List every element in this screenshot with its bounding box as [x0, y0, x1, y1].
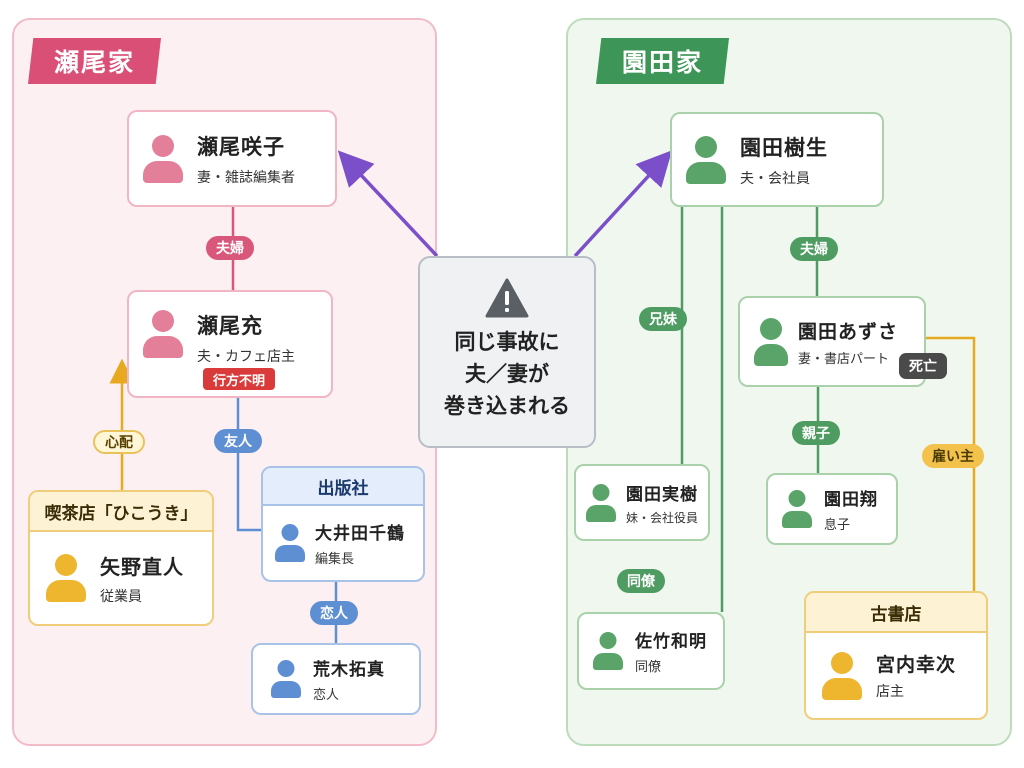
person-role: 編集長 [315, 552, 355, 567]
person-name: 佐竹和明 [635, 632, 707, 652]
center-text-line-2: 夫／妻が [465, 362, 549, 386]
relation-siblings: 兄妹 [639, 307, 687, 331]
group-publisher-title: 出版社 [263, 468, 423, 506]
person-name: 矢野直人 [100, 554, 184, 579]
person-role: 夫・会社員 [740, 170, 810, 187]
card-araki-takuma[interactable]: 荒木拓真 恋人 [251, 643, 421, 715]
sonoda-family-title: 園田家 [596, 38, 730, 84]
person-name: 大井田千鶴 [315, 524, 405, 544]
person-icon [271, 660, 301, 698]
person-role: 同僚 [635, 660, 662, 675]
person-icon [586, 483, 616, 522]
person-role: 夫・カフェ店主 [197, 349, 295, 365]
arrow-to-itsuki [573, 150, 673, 258]
status-deceased-badge: 死亡 [899, 353, 947, 379]
person-role: 息子 [824, 518, 851, 533]
person-name: 園田翔 [824, 490, 878, 510]
card-ooida-chizuru[interactable]: 大井田千鶴 編集長 [263, 506, 423, 580]
person-role: 妹・会社役員 [626, 510, 699, 525]
group-bookstore-title: 古書店 [806, 593, 986, 633]
person-role: 妻・雑誌編集者 [197, 169, 295, 186]
group-bookstore: 古書店 宮内幸次 店主 [804, 591, 988, 720]
person-icon [143, 134, 183, 183]
friend-line [236, 398, 262, 532]
person-name: 瀬尾充 [197, 314, 263, 338]
relation-employer: 雇い主 [922, 444, 984, 468]
relation-parent-child: 親子 [792, 421, 840, 445]
card-sonoda-miki[interactable]: 園田実樹 妹・会社役員 [574, 464, 710, 541]
person-icon [593, 632, 623, 670]
center-text-line-1: 同じ事故に [454, 330, 560, 354]
seo-family-title: 瀬尾家 [28, 38, 162, 84]
person-icon [782, 490, 812, 528]
person-icon [686, 135, 726, 184]
relation-worry: 心配 [93, 430, 145, 454]
arrow-to-sakiko [337, 150, 439, 258]
relation-colleague: 同僚 [617, 569, 665, 593]
person-role: 恋人 [313, 688, 340, 703]
card-sonoda-azusa[interactable]: 園田あずさ 妻・書店パート [738, 296, 926, 387]
shared-accident-box: 同じ事故に 夫／妻が 巻き込まれる [418, 256, 596, 448]
person-name: 園田樹生 [740, 135, 828, 160]
group-publisher: 出版社 大井田千鶴 編集長 [261, 466, 425, 582]
card-seo-sakiko[interactable]: 瀬尾咲子 妻・雑誌編集者 [127, 110, 337, 207]
card-sonoda-itsuki[interactable]: 園田樹生 夫・会社員 [670, 112, 884, 207]
employer-line [926, 336, 976, 591]
person-name: 園田実樹 [626, 484, 698, 505]
warning-icon [485, 278, 529, 318]
person-name: 園田あずさ [798, 320, 899, 343]
person-name: 荒木拓真 [313, 660, 385, 680]
card-miyauchi-koji[interactable]: 宮内幸次 店主 [806, 633, 986, 718]
person-icon [275, 524, 305, 562]
person-role: 店主 [876, 684, 904, 700]
person-name: 宮内幸次 [876, 654, 957, 676]
person-icon [754, 317, 788, 366]
card-yano-naoto[interactable]: 矢野直人 従業員 [30, 532, 212, 624]
person-icon [143, 310, 183, 358]
relation-friend: 友人 [214, 429, 262, 453]
person-icon [822, 651, 862, 700]
card-sonoda-sho[interactable]: 園田翔 息子 [766, 473, 898, 545]
person-name: 瀬尾咲子 [197, 134, 285, 159]
group-cafe: 喫茶店「ひこうき」 矢野直人 従業員 [28, 490, 214, 626]
relation-sono-couple: 夫婦 [790, 237, 838, 261]
card-satake-kazuaki[interactable]: 佐竹和明 同僚 [577, 612, 725, 690]
relation-lovers: 恋人 [310, 601, 358, 625]
status-missing-badge: 行方不明 [203, 368, 276, 390]
person-role: 妻・書店パート [798, 351, 890, 367]
group-cafe-title: 喫茶店「ひこうき」 [30, 492, 212, 532]
relation-seo-couple: 夫婦 [206, 236, 254, 260]
center-text-line-3: 巻き込まれる [444, 394, 570, 418]
person-role: 従業員 [100, 588, 142, 605]
person-icon [46, 554, 86, 602]
